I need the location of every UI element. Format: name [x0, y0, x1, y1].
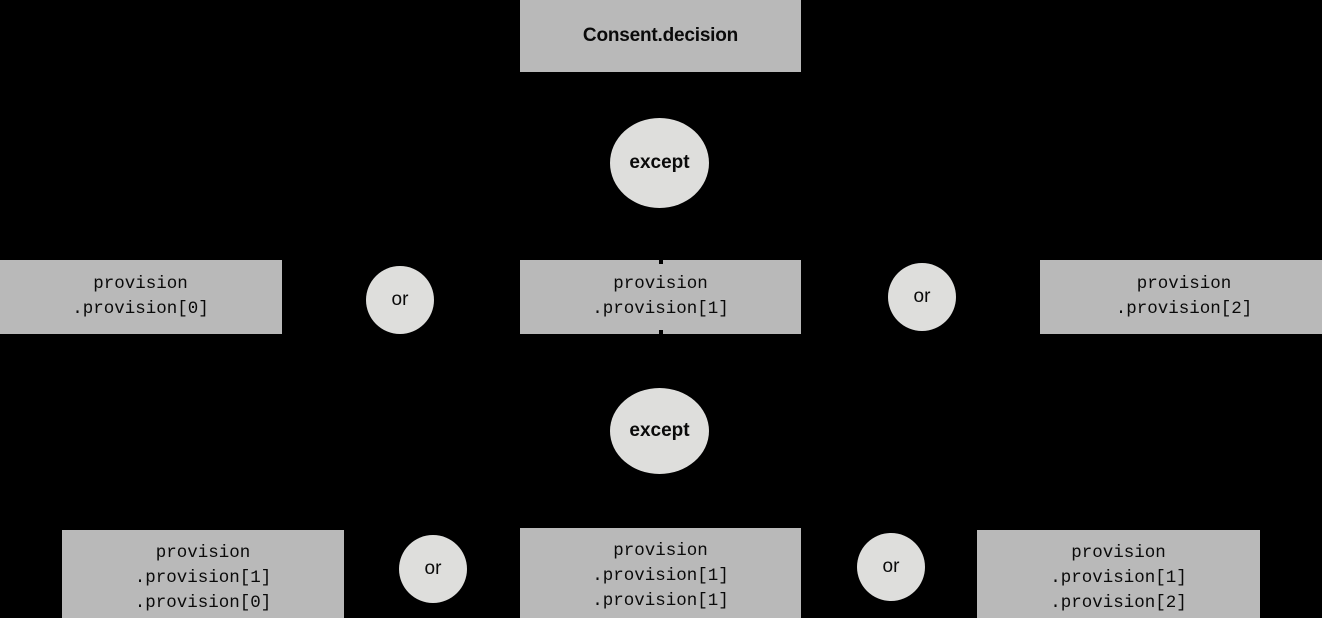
- operator-or-row1-right-label: or: [913, 286, 931, 307]
- node-provision-1-0-line-3: .provision[0]: [134, 592, 272, 613]
- node-consent-decision-label: Consent.decision: [582, 25, 739, 46]
- node-provision-1-line-2: .provision[1]: [592, 299, 729, 319]
- operator-or-row1-left[interactable]: or: [366, 266, 434, 334]
- node-provision-1-0-line-1: provision: [155, 542, 251, 563]
- node-provision-1-1-line-3: .provision[1]: [592, 590, 729, 611]
- connector-stub-top: [659, 260, 663, 264]
- operator-or-row2-right-label: or: [882, 556, 900, 577]
- node-provision-1-1-line-2: .provision[1]: [592, 565, 729, 586]
- connector-stub-bottom: [659, 330, 663, 334]
- operator-except-1[interactable]: except: [610, 118, 709, 208]
- node-provision-0-line-2: .provision[0]: [72, 299, 209, 319]
- operator-or-row1-right[interactable]: or: [888, 263, 956, 331]
- node-provision-0-line-1: provision: [93, 274, 188, 294]
- node-provision-1-2-line-1: provision: [1071, 542, 1166, 563]
- operator-except-2-label: except: [629, 420, 690, 441]
- operator-except-2[interactable]: except: [610, 388, 709, 474]
- node-provision-1-1-line-1: provision: [613, 540, 708, 561]
- node-provision-1[interactable]: provision .provision[1]: [520, 260, 801, 334]
- node-provision-2[interactable]: provision .provision[2]: [1040, 260, 1322, 334]
- node-provision-1-2-line-2: .provision[1]: [1050, 567, 1187, 588]
- node-provision-1-2[interactable]: provision .provision[1] .provision[2]: [977, 530, 1260, 618]
- operator-or-row2-right[interactable]: or: [857, 533, 925, 601]
- node-provision-1-line-1: provision: [613, 274, 708, 294]
- node-provision-2-line-1: provision: [1136, 274, 1232, 294]
- node-provision-1-2-line-3: .provision[2]: [1050, 592, 1187, 613]
- node-consent-decision[interactable]: Consent.decision: [520, 0, 801, 72]
- node-provision-1-0[interactable]: provision .provision[1] .provision[0]: [62, 530, 344, 618]
- operator-except-1-label: except: [629, 152, 690, 173]
- node-provision-2-line-2: .provision[2]: [1115, 299, 1253, 319]
- node-provision-1-1[interactable]: provision .provision[1] .provision[1]: [520, 528, 801, 618]
- operator-or-row2-left-label: or: [424, 558, 442, 579]
- node-provision-1-0-line-2: .provision[1]: [134, 567, 272, 588]
- operator-or-row2-left[interactable]: or: [399, 535, 467, 603]
- operator-or-row1-left-label: or: [391, 289, 409, 310]
- node-provision-0[interactable]: provision .provision[0]: [0, 260, 282, 334]
